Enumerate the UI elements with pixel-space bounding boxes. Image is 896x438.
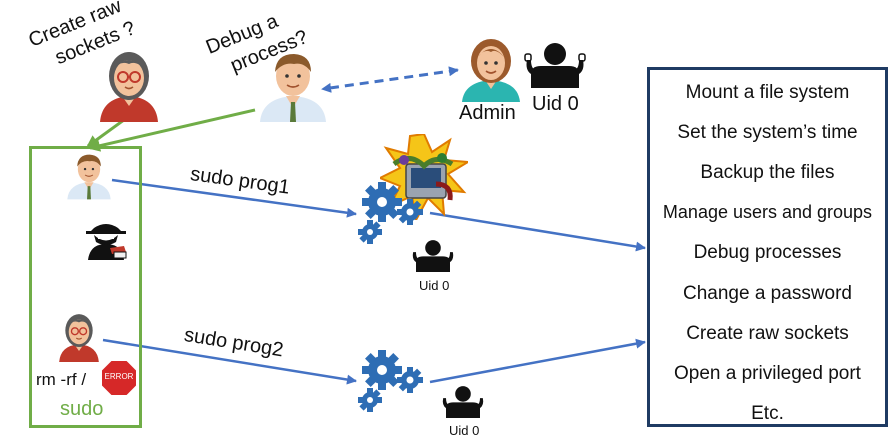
stop-sign-text: ERROR <box>104 372 134 381</box>
prog1-uid-label: Uid 0 <box>419 278 450 293</box>
privilege-item: Open a privileged port <box>674 363 861 384</box>
privilege-item: Etc. <box>751 403 784 424</box>
gears-icon-prog2 <box>358 350 423 412</box>
prog1-to-privileges-arrow <box>429 211 646 252</box>
root-user-icon-prog2 <box>442 386 484 418</box>
privilege-item: Set the system’s time <box>677 122 858 143</box>
admin-uid-label: Uid 0 <box>532 93 579 115</box>
sudo-prog1-arrow <box>111 178 357 218</box>
debug-request-arrow <box>88 108 256 152</box>
stop-sign-icon: ERROR <box>100 359 138 397</box>
privilege-item: Mount a file system <box>685 82 850 103</box>
privilege-item: Backup the files <box>700 162 835 183</box>
admin-link-arrow <box>321 66 459 93</box>
sudo-box <box>29 146 142 428</box>
spy-icon <box>86 224 127 260</box>
root-user-icon-prog1 <box>412 240 454 272</box>
admin-label: Admin <box>459 102 516 124</box>
sudo-prog2-arrow <box>102 338 357 385</box>
man-avatar-icon <box>260 54 326 122</box>
sudoer-woman-icon <box>59 314 99 362</box>
privileges-box: Mount a file system Set the system’s tim… <box>647 67 888 427</box>
woman-avatar-icon <box>100 52 158 122</box>
root-user-icon <box>524 43 586 88</box>
prog2-uid-label: Uid 0 <box>449 423 480 438</box>
privilege-item: Debug processes <box>693 242 842 263</box>
privilege-item: Create raw sockets <box>686 323 849 344</box>
privilege-item: Manage users and groups <box>662 202 873 222</box>
prog2-to-privileges-arrow <box>429 338 646 384</box>
gears-icon <box>358 182 423 244</box>
privilege-item: Change a password <box>683 283 852 304</box>
sudo-label: sudo <box>60 398 104 420</box>
rm-rf-command: rm -rf / <box>36 370 87 389</box>
sudoer-man-icon <box>67 154 111 200</box>
admin-avatar-icon <box>462 39 520 102</box>
